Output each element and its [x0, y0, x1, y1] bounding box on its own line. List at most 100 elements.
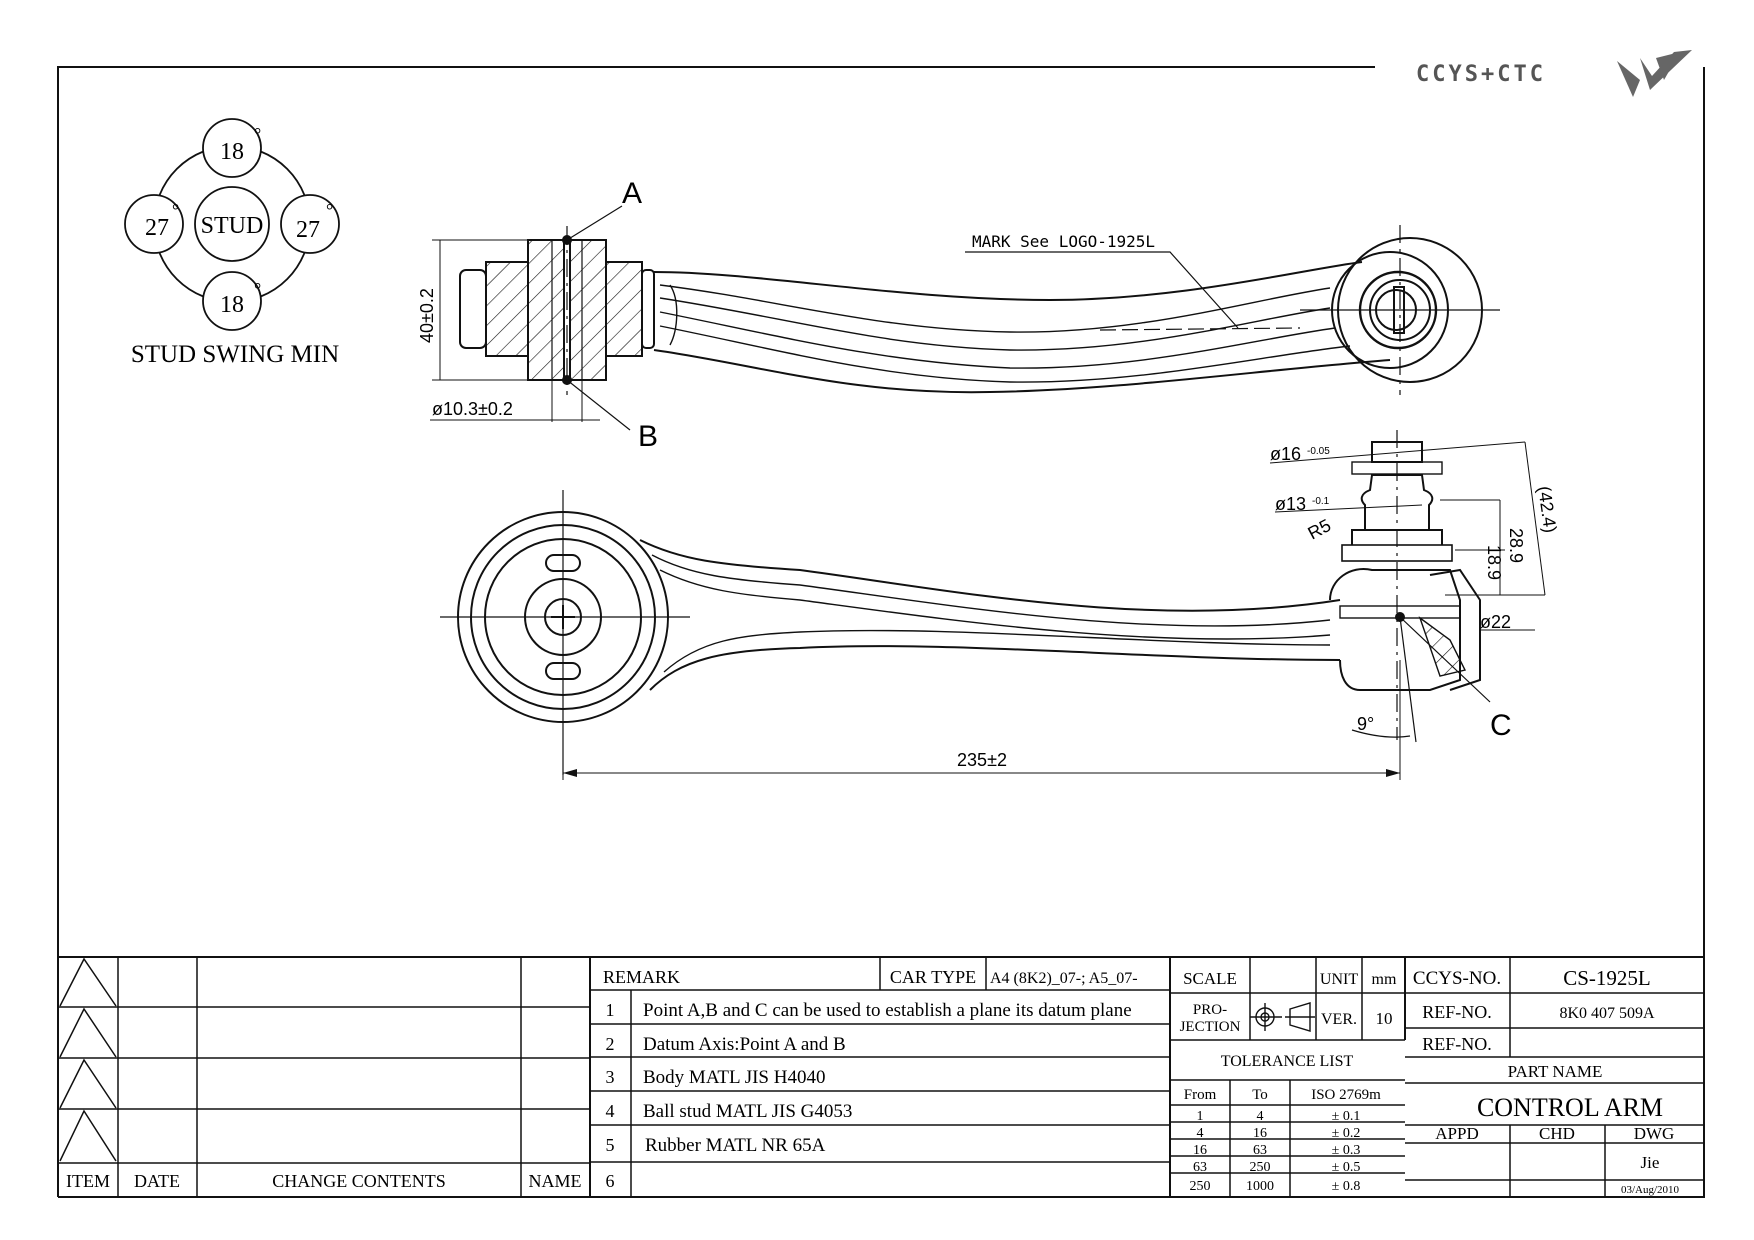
remark-label: REMARK	[603, 967, 680, 987]
tol-header-to: To	[1252, 1087, 1268, 1103]
plan-arm-lower	[649, 645, 1341, 691]
ver-label: VER.	[1321, 1011, 1357, 1028]
dim-radius-r5: R5	[1304, 515, 1334, 543]
remark-no-6: 6	[606, 1171, 615, 1191]
swing-left-value: 27	[145, 215, 169, 241]
tol-header-std: ISO 2769m	[1311, 1087, 1381, 1103]
logo-mark-icon	[1617, 50, 1692, 97]
chd-label: CHD	[1539, 1124, 1575, 1143]
remark-no-1: 1	[606, 1000, 615, 1020]
unit-label: UNIT	[1320, 971, 1358, 988]
rev-header-change: CHANGE CONTENTS	[272, 1171, 446, 1191]
swing-caption: STUD SWING MIN	[131, 341, 339, 368]
tolerance-title: TOLERANCE LIST	[1221, 1053, 1354, 1070]
dim-42-4: (42.4)	[1534, 485, 1560, 534]
tol-val-1: ± 0.1	[1332, 1109, 1361, 1124]
dim-stud-dia13: ø13	[1275, 494, 1306, 514]
tolerance-list: TOLERANCE LIST From To ISO 2769m 1 4 ± 0…	[1184, 1053, 1381, 1194]
remark-text-2: Datum Axis:Point A and B	[643, 1034, 846, 1055]
swing-center-label: STUD	[201, 213, 264, 239]
car-type-value: A4 (8K2)_07-; A5_07-	[990, 970, 1138, 987]
scale-label: SCALE	[1183, 969, 1237, 988]
swing-circle-center	[194, 186, 270, 262]
remark-text-4: Ball stud MATL JIS G4053	[643, 1101, 852, 1122]
remark-no-5: 5	[606, 1135, 615, 1155]
swing-right-degree: °	[326, 200, 333, 220]
swing-bottom-value: 18	[220, 292, 244, 318]
dim-18-9: 18.9	[1484, 545, 1504, 580]
tol-from-4: 63	[1193, 1160, 1207, 1175]
projection-line2: JECTION	[1180, 1019, 1241, 1035]
remark-text-5: Rubber MATL NR 65A	[645, 1135, 826, 1156]
ref-no-value: 8K0 407 509A	[1559, 1005, 1655, 1022]
tol-from-5: 250	[1190, 1179, 1211, 1194]
car-type-label: CAR TYPE	[890, 967, 976, 987]
bushing-flange-right	[605, 261, 643, 357]
swing-left-degree: °	[172, 200, 179, 220]
title-block: CCYS-NO. CS-1925L REF-NO. 8K0 407 509A R…	[1413, 966, 1680, 1196]
remark-text-3: Body MATL JIS H4040	[643, 1067, 825, 1088]
tol-from-2: 4	[1197, 1126, 1204, 1141]
swing-circle-bottom	[202, 271, 262, 331]
swing-bottom-degree: °	[254, 279, 261, 299]
point-b-label: B	[638, 420, 658, 453]
ball-housing	[1329, 568, 1461, 691]
ref-no-2-label: REF-NO.	[1422, 1034, 1492, 1054]
swing-circle-right	[280, 194, 340, 254]
swing-right-value: 27	[296, 217, 320, 243]
unit-value: mm	[1372, 971, 1397, 988]
projection-symbol-icon	[1250, 1002, 1315, 1032]
remark-table: REMARK CAR TYPE A4 (8K2)_07-; A5_07- 1 P…	[603, 967, 1138, 1191]
logo-text: CCYS+CTC	[1416, 62, 1546, 87]
tol-val-4: ± 0.5	[1332, 1160, 1361, 1175]
tol-val-3: ± 0.3	[1332, 1143, 1361, 1158]
arm-lower-edge	[653, 349, 1391, 394]
dim-stud-dia16: ø16	[1270, 444, 1301, 464]
tol-from-1: 1	[1197, 1109, 1204, 1124]
tol-to-3: 63	[1253, 1143, 1267, 1158]
dim-28-9: 28.9	[1506, 528, 1526, 563]
rev-header-name: NAME	[529, 1171, 582, 1191]
ccys-no-value: CS-1925L	[1563, 966, 1651, 990]
company-logo: CCYS+CTC	[1416, 50, 1692, 97]
remark-text-1: Point A,B and C can be used to establish…	[643, 1000, 1132, 1021]
dim-height-40: 40±0.2	[417, 288, 437, 343]
plan-arm-upper	[639, 539, 1341, 612]
stud-swing-diagram: STUD 18 18 27 27 ° ° ° ° STUD SWING MIN	[124, 118, 340, 368]
bushing-sleeve-right	[569, 239, 607, 381]
dim-stud-dia13-tol: -0.1	[1312, 496, 1330, 507]
side-view	[430, 205, 1500, 431]
swing-top-value: 18	[220, 139, 244, 165]
part-name-value: CONTROL ARM	[1477, 1093, 1663, 1122]
tol-val-5: ± 0.8	[1332, 1179, 1361, 1194]
dwg-date: 03/Aug/2010	[1621, 1184, 1680, 1196]
arm-upper-edge	[653, 261, 1363, 302]
dwg-label: DWG	[1634, 1124, 1675, 1143]
plan-view	[440, 430, 1546, 780]
tol-header-from: From	[1184, 1087, 1217, 1103]
remark-no-4: 4	[606, 1101, 615, 1121]
dim-angle-9: 9°	[1357, 714, 1374, 734]
remark-no-3: 3	[606, 1067, 615, 1087]
ref-no-label: REF-NO.	[1422, 1002, 1492, 1022]
ver-value: 10	[1376, 1009, 1393, 1028]
projection-line1: PRO-	[1193, 1002, 1227, 1018]
rev-header-date: DATE	[134, 1171, 180, 1191]
mark-note: MARK See LOGO-1925L	[972, 232, 1155, 251]
point-c-label: C	[1490, 709, 1512, 742]
dim-length-235: 235±2	[957, 750, 1007, 770]
revision-table: ITEM DATE CHANGE CONTENTS NAME	[66, 1171, 582, 1191]
dim-dia-22: ø22	[1480, 612, 1511, 632]
drawing-frame	[57, 66, 1705, 1198]
title-block-lines	[58, 956, 1704, 1197]
tol-to-1: 4	[1257, 1109, 1264, 1124]
tol-from-3: 16	[1193, 1143, 1207, 1158]
bushing-sleeve-left	[527, 239, 565, 381]
scale-block: SCALE UNIT mm PRO- JECTION VER. 10	[1180, 969, 1397, 1035]
swing-top-degree: °	[254, 124, 261, 144]
rev-header-item: ITEM	[66, 1171, 110, 1191]
tol-to-5: 1000	[1246, 1179, 1274, 1194]
bushing-flange-left	[485, 261, 529, 357]
remark-no-2: 2	[606, 1034, 615, 1054]
